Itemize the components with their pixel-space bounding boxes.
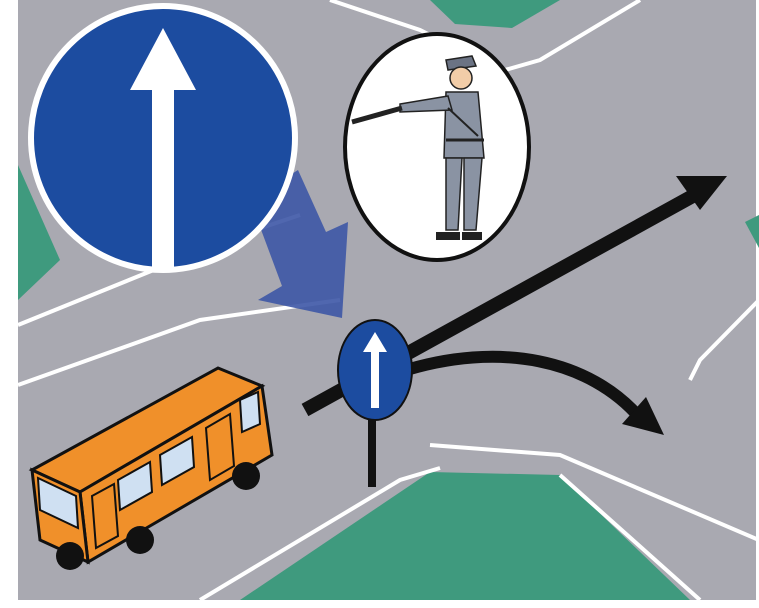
officer-arm bbox=[399, 95, 453, 113]
officer-head bbox=[449, 66, 473, 90]
bus-window bbox=[116, 460, 154, 512]
bus-window bbox=[238, 390, 262, 434]
traffic-officer-icon bbox=[351, 55, 485, 240]
officer-leg-right bbox=[463, 157, 483, 231]
grass-right bbox=[745, 215, 759, 248]
bus-windshield bbox=[36, 476, 80, 530]
officer-strap bbox=[447, 107, 479, 137]
arrow-curve-right-head bbox=[622, 397, 664, 435]
bus-wheel bbox=[126, 526, 154, 554]
lane-line bbox=[198, 466, 441, 602]
officer-leg-left bbox=[445, 157, 463, 231]
large-sign bbox=[28, 3, 298, 273]
officer-cap bbox=[445, 55, 478, 71]
sign-post bbox=[368, 415, 376, 487]
bubble-outline bbox=[343, 32, 531, 262]
arrow-curve-right-icon bbox=[398, 350, 645, 422]
bus-door bbox=[90, 482, 120, 550]
lane-line bbox=[429, 443, 759, 542]
bus-window bbox=[158, 435, 196, 487]
bus-door bbox=[204, 412, 236, 482]
grass-top bbox=[430, 0, 560, 28]
arrow-up-icon-small bbox=[363, 332, 387, 408]
grass-bottom bbox=[240, 472, 690, 600]
officer-boots bbox=[436, 232, 482, 240]
small-sign bbox=[337, 319, 413, 487]
bus-wheel bbox=[232, 462, 260, 490]
officer-baton bbox=[351, 105, 403, 125]
lane-line bbox=[688, 298, 759, 381]
arrow-straight-head bbox=[676, 176, 727, 210]
bus-wheel bbox=[56, 542, 84, 570]
lane-line bbox=[558, 473, 702, 602]
grass-left bbox=[18, 165, 60, 300]
bus-icon bbox=[28, 366, 274, 570]
officer-bubble bbox=[343, 32, 531, 262]
arrow-up-icon bbox=[130, 28, 196, 270]
